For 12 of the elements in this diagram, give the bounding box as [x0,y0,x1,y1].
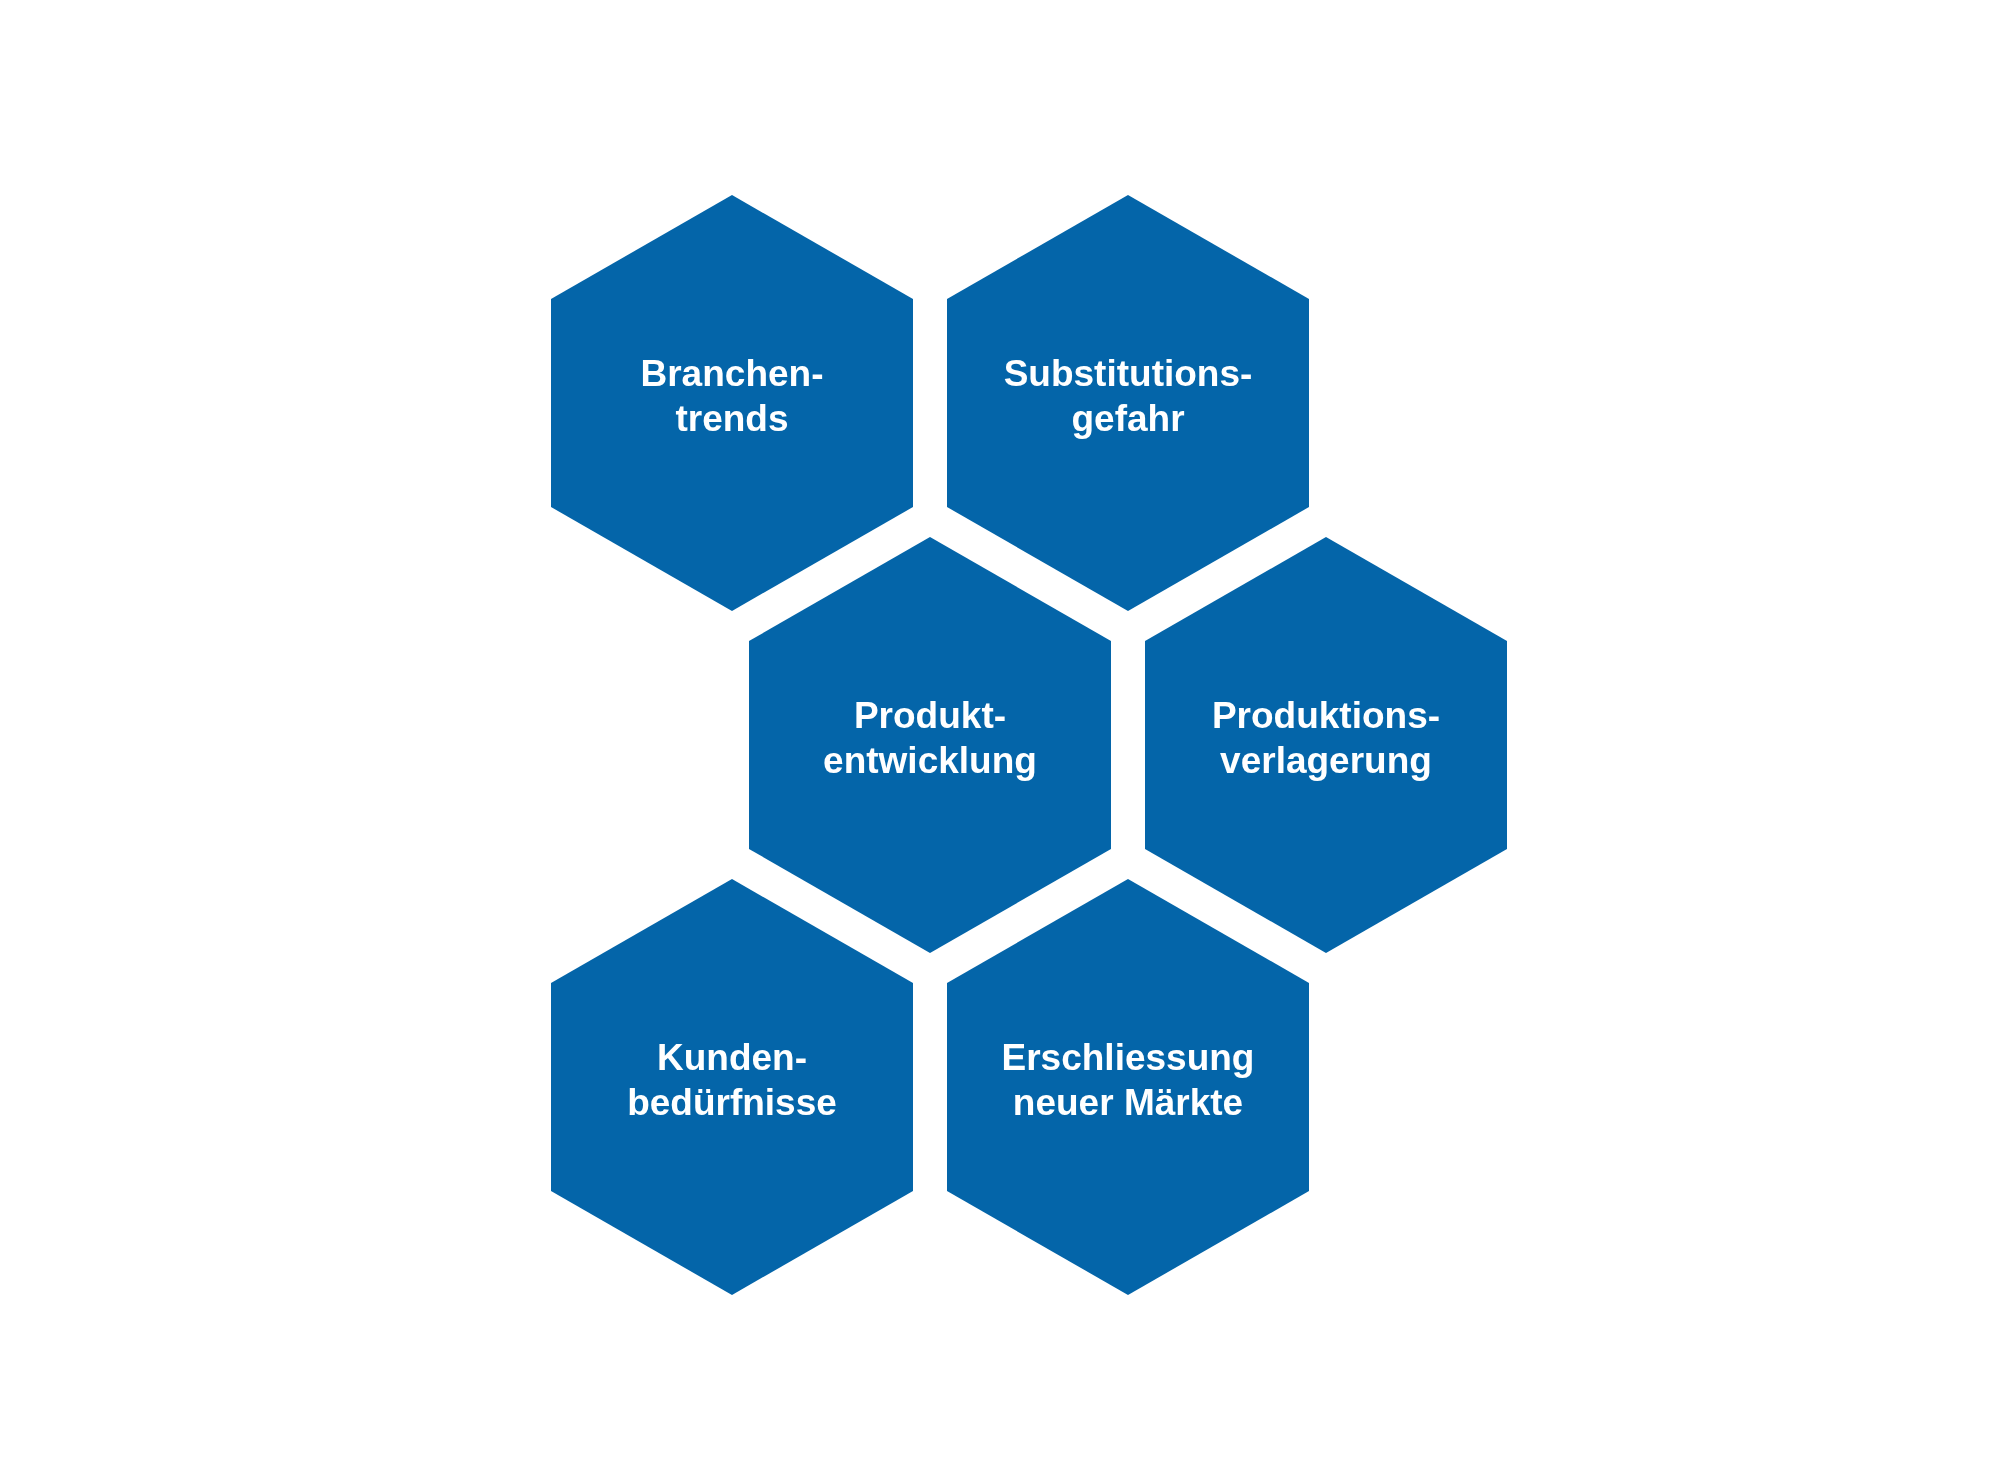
hexagon-label: Produkt-entwicklung [822,693,1038,783]
hexagon-label: Kunden-bedürfnisse [626,1035,838,1125]
hexagon-tile [947,879,1309,1295]
hexagon-tile [1145,537,1507,953]
hexagon-label: Branchen-trends [639,351,825,441]
hexagon-label: Erschliessung neuer Märkte [1000,1035,1256,1125]
hexagon-tile [749,537,1111,953]
hexagon-label: Produktions-verlagerung [1210,693,1442,783]
hexagon-tile [947,195,1309,611]
hexagon-label: Substitutions-gefahr [1002,351,1254,441]
hexagon-tile [551,879,913,1295]
hexagon-tile [551,195,913,611]
